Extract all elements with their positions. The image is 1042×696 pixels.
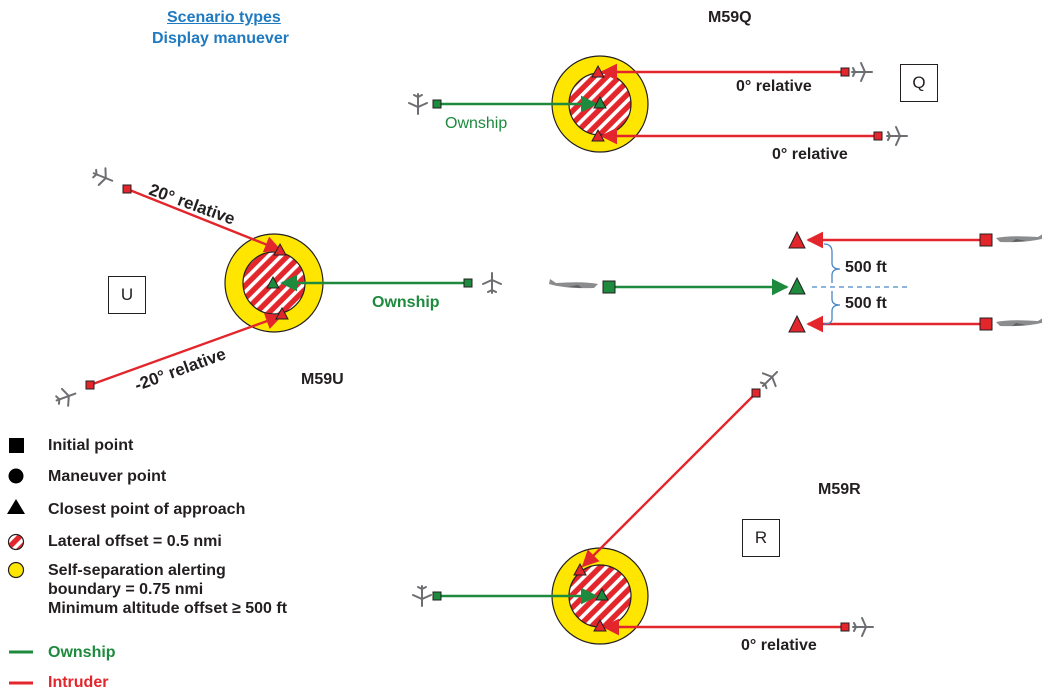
- aircraft-icon: [996, 233, 1042, 243]
- scenario-q-box: Q: [900, 64, 938, 102]
- intruder-path-top: [581, 392, 757, 568]
- initial-point-square-icon: [432, 591, 442, 601]
- closest-point-triangle-icon: [593, 95, 607, 109]
- offset-brace-bottom: [823, 291, 841, 325]
- self-separation-swatch-icon: [7, 561, 25, 579]
- aircraft-icon: [408, 93, 428, 115]
- altitude-offset-bottom-label: 500 ft: [845, 295, 887, 312]
- legend-symbols: [7, 438, 33, 685]
- aircraft-icon: [851, 62, 873, 82]
- initial-point-square-icon: [9, 438, 24, 453]
- m59q-ownship-label: Ownship: [445, 115, 508, 132]
- legend-maneuver-point: Maneuver point: [48, 468, 167, 485]
- closest-point-triangle-icon: [275, 306, 289, 320]
- legend-closest-point: Closest point of approach: [48, 501, 246, 518]
- initial-point-square-icon: [85, 380, 95, 390]
- m59r-bottom-relative-label: 0° relative: [741, 637, 817, 654]
- altitude-offset-top-label: 500 ft: [845, 259, 887, 276]
- legend-intruder: Intruder: [48, 674, 109, 691]
- initial-point-square-icon: [602, 280, 616, 294]
- lateral-offset-swatch-icon: [7, 533, 25, 551]
- offset-brace-top: [823, 243, 841, 283]
- scenario-r-box: R: [742, 519, 780, 557]
- m59u-ownship-label: Ownship: [372, 294, 440, 311]
- aircraft-icon: [52, 384, 80, 410]
- scenario-m59q: [408, 55, 908, 153]
- initial-point-square-icon: [840, 67, 850, 77]
- scenario-m59r: [412, 364, 874, 645]
- initial-point-square-icon: [873, 131, 883, 141]
- initial-point-square-icon: [122, 184, 132, 194]
- m59q-title: M59Q: [708, 9, 752, 26]
- display-maneuver-subtitle: Display manuever: [152, 30, 289, 47]
- scenario-types-title[interactable]: Scenario types: [167, 9, 281, 26]
- closest-point-triangle-icon: [273, 242, 287, 256]
- closest-point-triangle-icon: [591, 64, 605, 78]
- legend-self-separation-line3: Minimum altitude offset ≥ 500 ft: [48, 600, 288, 617]
- legend-self-separation-line2: boundary = 0.75 nmi: [48, 581, 204, 598]
- legend-self-separation-line1: Self-separation alerting: [48, 562, 226, 579]
- closest-point-triangle-icon: [591, 128, 605, 142]
- maneuver-point-circle-icon: [8, 468, 24, 484]
- closest-point-triangle-icon: [266, 275, 280, 289]
- initial-point-square-icon: [463, 278, 473, 288]
- closest-point-triangle-icon: [595, 587, 609, 601]
- closest-point-triangle-icon: [593, 618, 607, 632]
- legend-ownship: Ownship: [48, 644, 116, 661]
- aircraft-icon: [886, 126, 908, 146]
- closest-point-triangle-icon: [573, 562, 587, 576]
- closest-point-triangle-icon: [788, 314, 806, 333]
- m59r-title: M59R: [818, 481, 861, 498]
- initial-point-square-icon: [432, 99, 442, 109]
- altitude-offset-view: [549, 230, 1042, 333]
- aircraft-icon: [852, 617, 874, 637]
- legend-initial-point: Initial point: [48, 437, 134, 454]
- closest-point-triangle-icon: [788, 276, 806, 295]
- m59u-title: M59U: [301, 371, 344, 388]
- aircraft-icon: [996, 317, 1042, 327]
- aircraft-icon: [549, 279, 598, 289]
- m59q-bottom-relative-label: 0° relative: [772, 146, 848, 163]
- legend-lateral-offset: Lateral offset = 0.5 nmi: [48, 533, 222, 550]
- aircraft-icon: [755, 364, 785, 394]
- initial-point-square-icon: [979, 317, 993, 331]
- scenario-m59u: [52, 163, 502, 410]
- initial-point-square-icon: [751, 388, 761, 398]
- intruder-path-bottom: [89, 313, 283, 387]
- initial-point-square-icon: [840, 622, 850, 632]
- aircraft-icon: [482, 272, 502, 294]
- scenario-u-box: U: [108, 276, 146, 314]
- closest-point-triangle-icon: [7, 499, 25, 514]
- aircraft-icon: [89, 163, 117, 191]
- m59q-top-relative-label: 0° relative: [736, 78, 812, 95]
- closest-point-triangle-icon: [788, 230, 806, 249]
- aircraft-icon: [412, 585, 432, 607]
- intruder-path-top: [126, 187, 282, 253]
- initial-point-square-icon: [979, 233, 993, 247]
